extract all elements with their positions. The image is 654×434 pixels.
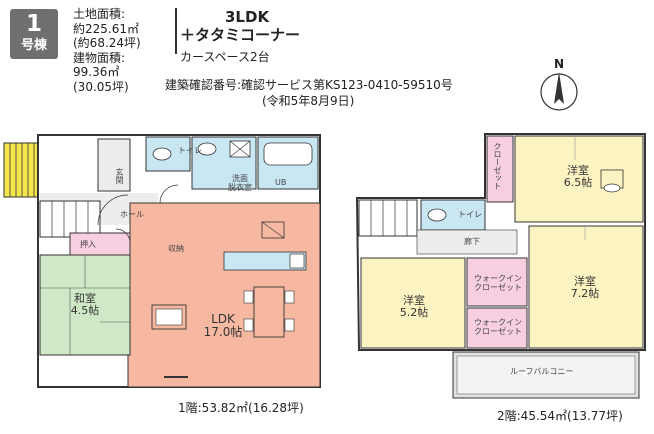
- room2-size: 5.2帖: [399, 306, 429, 319]
- land-area-label: 土地面積:: [73, 7, 126, 21]
- walkin1-label: ウォークイン クローゼット: [470, 274, 526, 292]
- ldk-label: LDK 17.0帖: [196, 313, 250, 339]
- washroom-line2: 脱衣室: [228, 183, 252, 192]
- room1-name: 洋室: [567, 164, 589, 177]
- ldk-name: LDK: [211, 312, 235, 326]
- washitsu-name: 和室: [74, 292, 96, 305]
- washroom-label: 洗面 脱衣室: [222, 174, 258, 192]
- walkin2-line1: ウォークイン: [474, 318, 522, 327]
- washitsu-label: 和室 4.5帖: [60, 293, 110, 317]
- area-info: 土地面積: 約225.61㎡ (約68.24坪) 建物面積: 99.36㎡ (3…: [73, 7, 141, 94]
- walkin1-line1: ウォークイン: [474, 274, 522, 283]
- compass-north-label: N: [554, 57, 564, 71]
- toilet-label-f1: トイレ: [178, 146, 202, 155]
- land-area-value: 約225.61㎡: [73, 21, 139, 36]
- room2-label: 洋室 5.2帖: [392, 295, 436, 319]
- oshiire-label: 押入: [80, 240, 96, 249]
- room1-size: 6.5帖: [563, 176, 593, 189]
- unit-number: 1: [25, 11, 42, 37]
- compass-icon: N: [540, 57, 578, 111]
- building-area-tsubo: (30.05坪): [73, 79, 129, 94]
- entrance-label: 玄関: [115, 168, 124, 184]
- layout-extra: ＋タタミコーナー: [180, 26, 301, 44]
- closet-label: クローゼット: [493, 142, 502, 190]
- permit-number: 建築確認番号:確認サービス第KS123-0410-59510号: [165, 78, 453, 92]
- corridor-label: 廊下: [464, 237, 480, 246]
- walkin2-line2: クローゼット: [474, 327, 522, 336]
- floor1-plan: [3, 134, 321, 388]
- land-area-tsubo: (約68.24坪): [73, 36, 141, 50]
- unit-suffix: 号棟: [20, 38, 47, 53]
- header-divider: [175, 8, 177, 54]
- room3-name: 洋室: [574, 275, 596, 288]
- bath-label: UB: [275, 178, 287, 187]
- permit-date: (令和5年8月9日): [262, 94, 355, 108]
- layout-title: 3LDK: [225, 8, 270, 26]
- toilet-label-f2: トイレ: [458, 210, 482, 219]
- building-area-label: 建物面積:: [73, 50, 126, 65]
- floor2-caption: 2階:45.54㎡(13.77坪): [497, 409, 623, 423]
- walkin2-label: ウォークイン クローゼット: [470, 318, 526, 336]
- room3-size: 7.2帖: [570, 287, 600, 300]
- room3-label: 洋室 7.2帖: [563, 276, 607, 300]
- washroom-line1: 洗面: [232, 174, 248, 183]
- ldk-size: 17.0帖: [203, 325, 243, 339]
- balcony-label: ルーフバルコニー: [510, 367, 574, 376]
- building-area-value: 99.36㎡: [73, 65, 120, 79]
- washitsu-size: 4.5帖: [70, 304, 100, 317]
- room2-name: 洋室: [403, 294, 425, 307]
- floor1-caption: 1階:53.82㎡(16.28坪): [178, 401, 304, 415]
- unit-number-badge: 1 号棟: [10, 9, 58, 59]
- interior-stairs-f1: [39, 200, 101, 238]
- room1-label: 洋室 6.5帖: [556, 165, 600, 189]
- walkin1-line2: クローゼット: [474, 283, 522, 292]
- hall-label: ホール: [120, 210, 144, 219]
- storage-label: 収納: [168, 244, 184, 253]
- parking-info: カースペース2台: [180, 50, 270, 64]
- floor2-plan: [355, 133, 646, 399]
